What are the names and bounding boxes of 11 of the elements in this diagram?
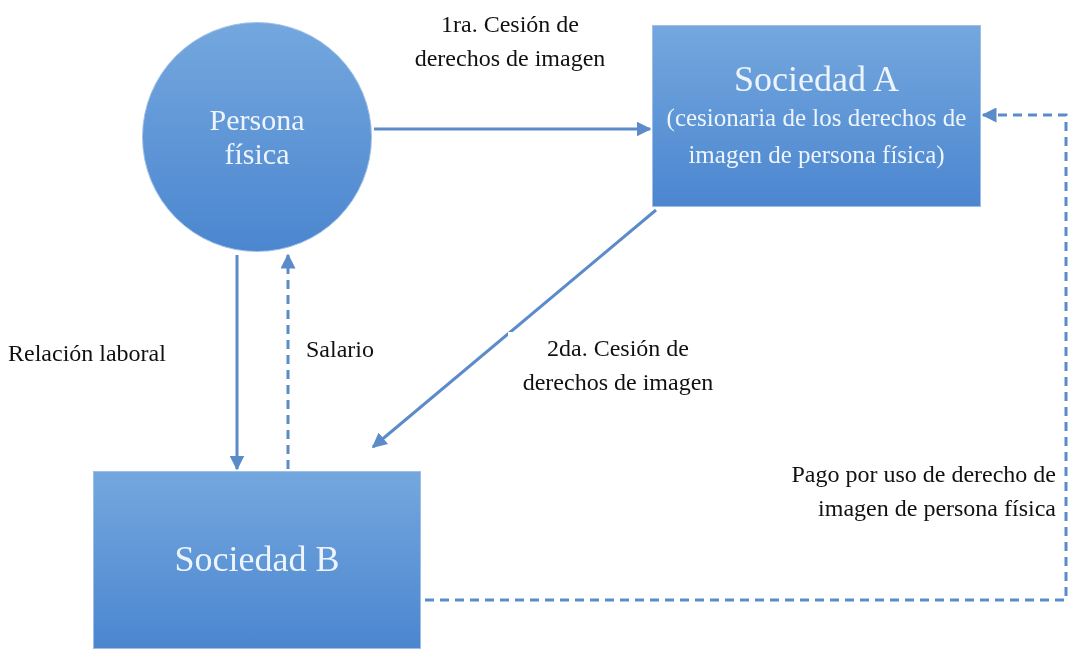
node-title: Persona física — [208, 102, 306, 172]
arrow — [371, 208, 657, 449]
arrow — [229, 255, 245, 471]
dashed-arrow — [425, 107, 1068, 602]
company-box — [93, 471, 421, 649]
node-description: (cesionaria de los derechos de imagen de persona física) — [665, 103, 968, 171]
node-title: Sociedad A — [734, 59, 899, 101]
company-box — [652, 25, 981, 207]
dashed-arrow — [280, 253, 296, 469]
node-title: Sociedad B — [174, 539, 340, 581]
arrow — [374, 121, 652, 137]
